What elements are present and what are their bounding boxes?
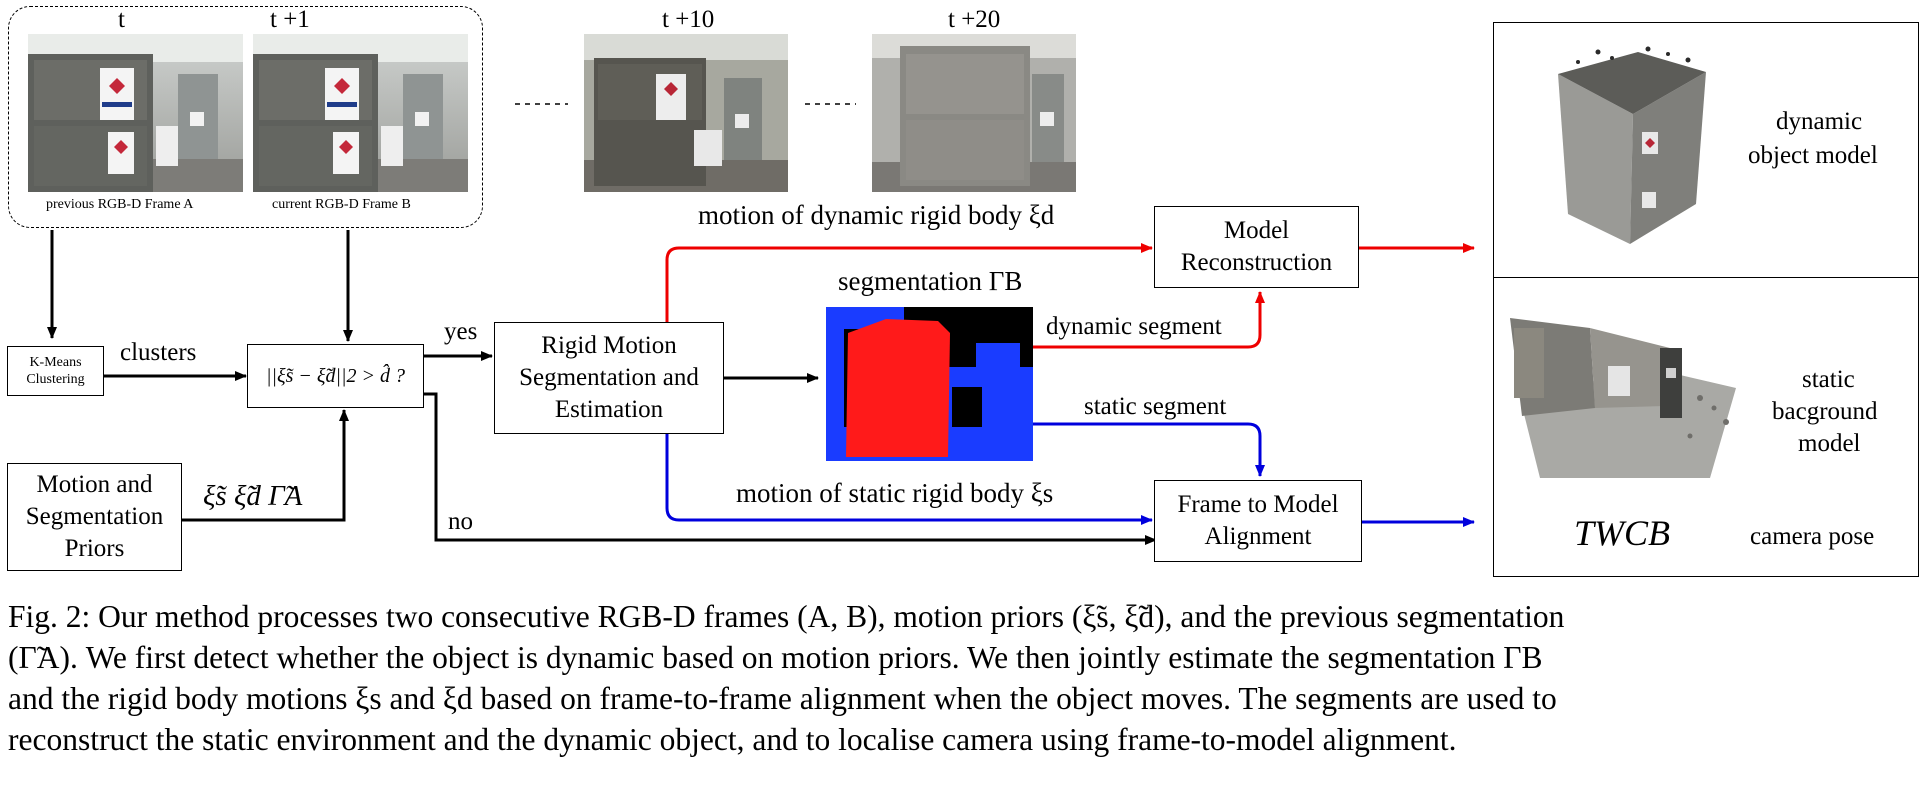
motion-condition-label: ||ξ̃s − ξ̃d||2 > d̂ ?: [266, 364, 405, 387]
frame-label-t1: t +1: [270, 6, 310, 33]
frame-caption-b: current RGB-D Frame B: [272, 197, 411, 212]
rgbd-frame-b-image: [253, 34, 468, 192]
kmeans-label-1: K-Means: [29, 354, 82, 370]
priors-label-1: Motion and: [36, 471, 153, 498]
static-segment-label: static segment: [1084, 393, 1227, 420]
clusters-label: clusters: [120, 339, 197, 366]
camera-pose-symbol: TWCB: [1574, 513, 1671, 553]
yes-label: yes: [444, 318, 478, 345]
frame-label-t: t: [118, 6, 125, 33]
dynamic-model-label-1: dynamic: [1776, 108, 1863, 135]
rgbd-frame-t10-image: [584, 34, 788, 192]
frame-label-t20: t +20: [948, 6, 1001, 33]
rgbd-frame-a-image: [28, 34, 243, 192]
caption-line-1: Fig. 2: Our method processes two consecu…: [8, 599, 1565, 634]
static-model-label-1: static: [1802, 366, 1855, 393]
static-background-model-image: [1500, 288, 1740, 488]
kmeans-clustering-box: K-Means Clustering: [7, 346, 104, 396]
motion-condition-box: ||ξ̃s − ξ̃d||2 > d̂ ?: [247, 344, 424, 408]
caption-line-4: reconstruct the static environment and t…: [8, 722, 1457, 757]
segmentation-label: segmentation ΓB: [838, 266, 1023, 296]
static-model-label-2: bacground: [1772, 398, 1878, 425]
priors-label-2: Segmentation: [25, 503, 164, 530]
dynamic-segment-label: dynamic segment: [1046, 313, 1222, 340]
frame-caption-a: previous RGB-D Frame A: [46, 197, 194, 212]
camera-pose-label: camera pose: [1750, 523, 1875, 550]
priors-box: Motion and Segmentation Priors: [7, 463, 182, 571]
figure-caption: Fig. 2: Our method processes two consecu…: [8, 596, 1920, 760]
dynamic-motion-label: motion of dynamic rigid body ξd: [698, 200, 1055, 230]
priors-symbols-label: ξ̃s ξ̃d Γ̃A: [203, 480, 303, 512]
static-model-label-3: model: [1798, 430, 1861, 457]
results-panel: [1493, 22, 1919, 577]
static-motion-label: motion of static rigid body ξs: [736, 478, 1054, 508]
rigid-label-1: Rigid Motion: [541, 332, 677, 359]
results-divider: [1493, 277, 1919, 278]
dynamic-object-model-image: [1538, 44, 1718, 252]
no-label: no: [448, 508, 473, 535]
rgbd-frame-t20-image: [872, 34, 1076, 192]
segmentation-image: [826, 307, 1033, 461]
dynamic-model-label-2: object model: [1748, 142, 1878, 169]
rigid-label-3: Estimation: [554, 396, 664, 423]
frame-group-border: [8, 6, 483, 228]
frame-label-2: Alignment: [1204, 523, 1312, 550]
rigid-label-2: Segmentation and: [519, 364, 699, 391]
caption-line-2: (Γ̃A). We first detect whether the objec…: [8, 640, 1543, 675]
frame-label-1: Frame to Model: [1177, 491, 1339, 518]
rigid-motion-box: Rigid Motion Segmentation and Estimation: [494, 322, 724, 434]
frame-label-t10: t +10: [662, 6, 715, 33]
model-reconstruction-box: Model Reconstruction: [1154, 206, 1359, 288]
priors-label-3: Priors: [64, 535, 125, 562]
model-label-1: Model: [1223, 217, 1290, 244]
kmeans-label-2: Clustering: [26, 372, 85, 387]
model-label-2: Reconstruction: [1180, 249, 1333, 276]
caption-line-3: and the rigid body motions ξs and ξd bas…: [8, 681, 1557, 716]
frame-to-model-box: Frame to Model Alignment: [1154, 480, 1362, 562]
